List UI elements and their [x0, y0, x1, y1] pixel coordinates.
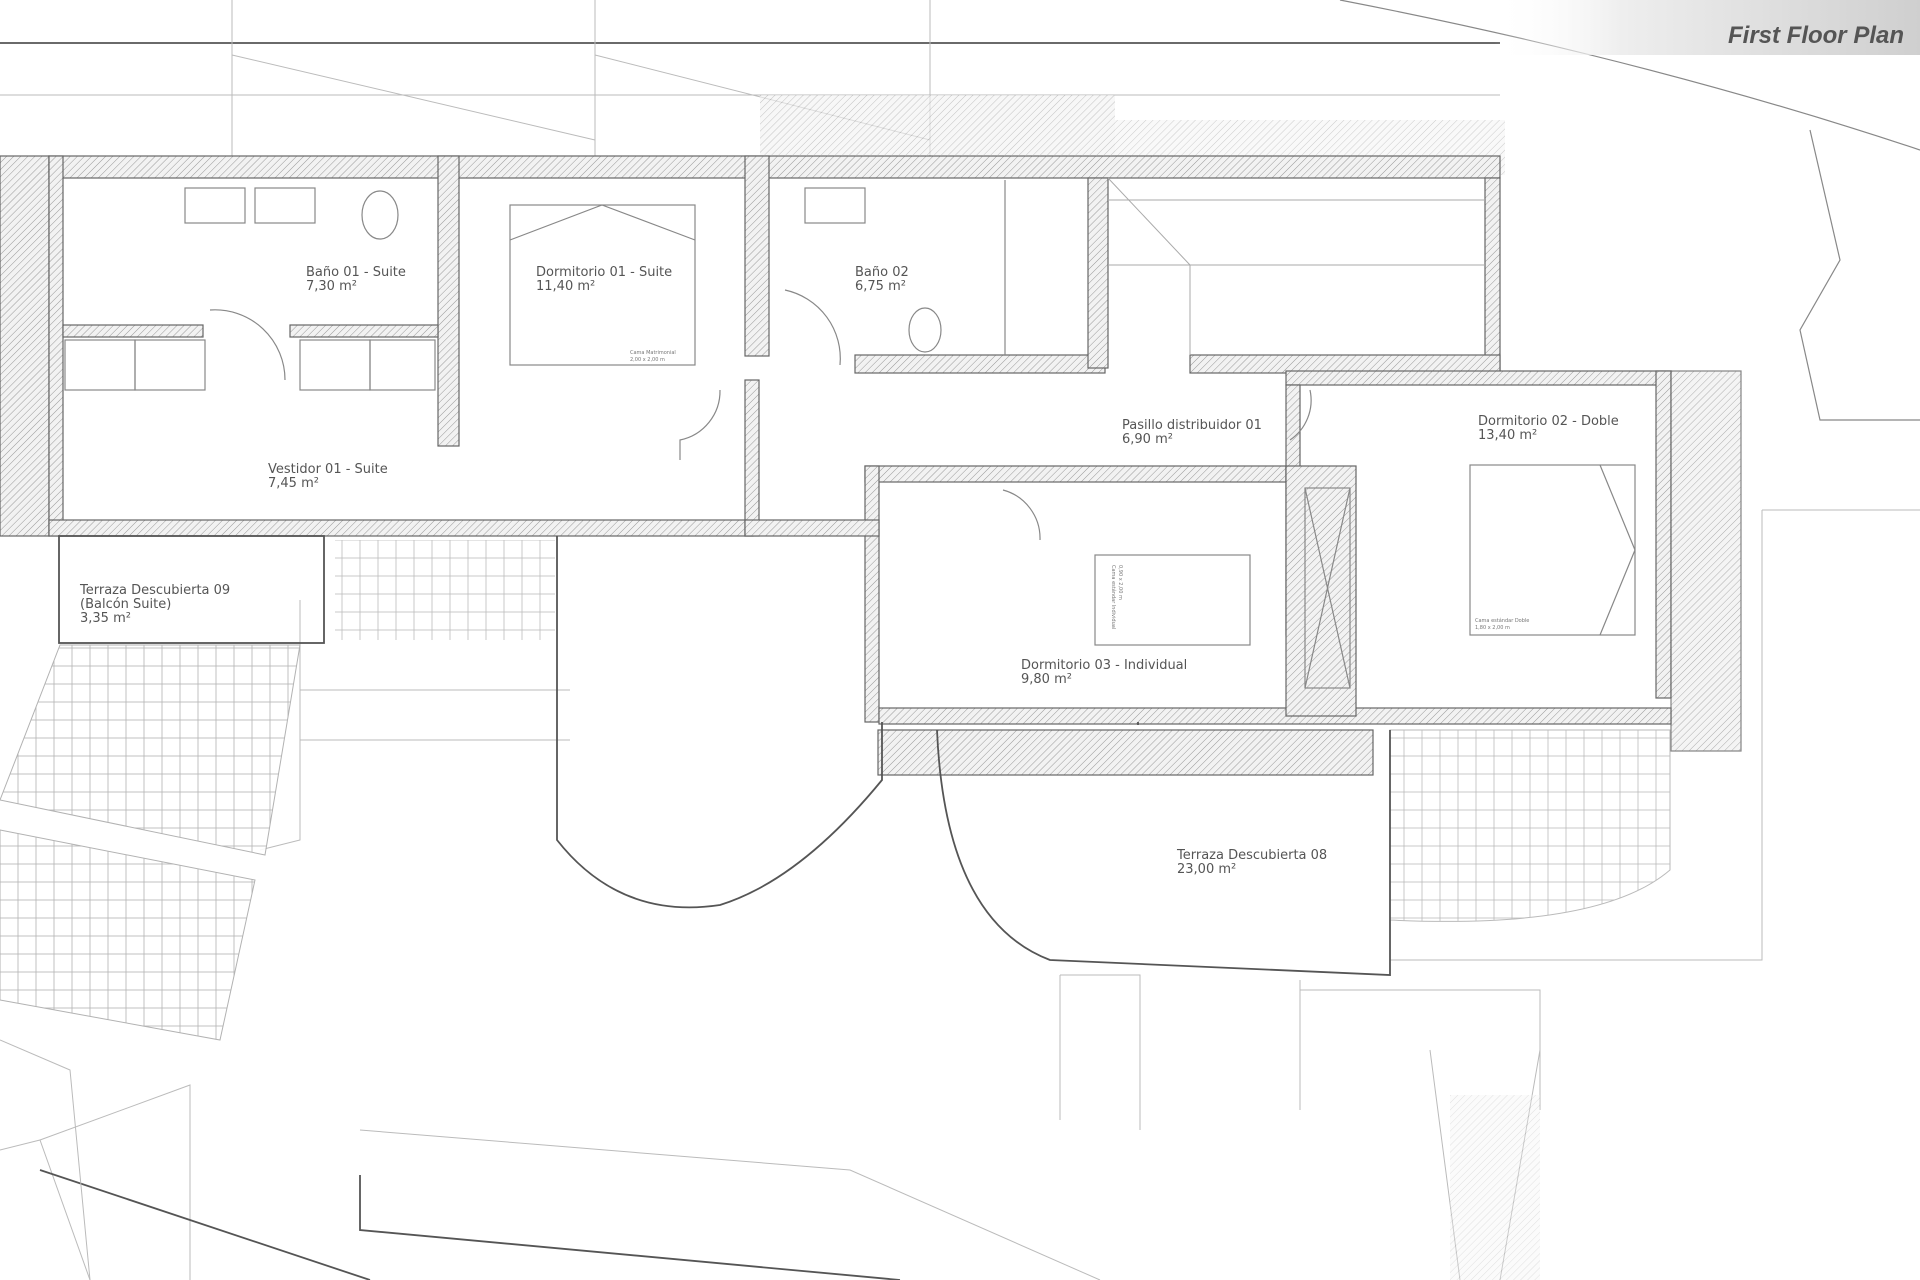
bed-labels: Cama Matrimonial 2,00 x 2,00 m Cama está… — [630, 350, 1529, 631]
room-area: 7,45 m² — [268, 476, 319, 491]
room-name: Terraza Descubierta 09 — [79, 583, 230, 598]
room-area: 23,00 m² — [1177, 862, 1236, 877]
plan-title: First Floor Plan — [1728, 22, 1904, 49]
room-name: Baño 01 - Suite — [306, 265, 406, 280]
room-name: Vestidor 01 - Suite — [268, 462, 388, 477]
room-area: 13,40 m² — [1478, 428, 1537, 443]
walls — [0, 155, 1742, 776]
bed-size: 2,00 x 2,00 m — [630, 357, 665, 363]
fixtures — [58, 177, 1636, 976]
bed-size: 1,80 x 2,00 m — [1475, 625, 1510, 631]
room-pasillo-distribuidor-01: Pasillo distribuidor 016,90 m² — [1122, 418, 1262, 447]
room-area: 6,75 m² — [855, 279, 906, 294]
bed-type: Cama estándar Doble — [1475, 617, 1529, 624]
room-name: Dormitorio 03 - Individual — [1021, 658, 1187, 673]
room-area: 7,30 m² — [306, 279, 357, 294]
room-area: 3,35 m² — [80, 611, 131, 626]
room-subtitle: (Balcón Suite) — [80, 597, 171, 612]
bed-size: 0,90 x 2,00 m — [1117, 565, 1123, 600]
room-area: 6,90 m² — [1122, 432, 1173, 447]
room-name: Dormitorio 02 - Doble — [1478, 414, 1619, 429]
bed-type: Cama Matrimonial — [630, 350, 676, 356]
room-name: Terraza Descubierta 08 — [1176, 848, 1327, 863]
room-area: 11,40 m² — [536, 279, 595, 294]
room-bano-02: Baño 026,75 m² — [855, 265, 909, 294]
title-banner: First Floor Plan — [1494, 0, 1920, 55]
room-name: Baño 02 — [855, 265, 909, 280]
room-name: Pasillo distribuidor 01 — [1122, 418, 1262, 433]
room-terraza-descubierta-09: Terraza Descubierta 09(Balcón Suite)3,35… — [79, 583, 230, 626]
room-name: Dormitorio 01 - Suite — [536, 265, 672, 280]
room-area: 9,80 m² — [1021, 672, 1072, 687]
bed-type: Cama estándar Individual — [1110, 565, 1117, 629]
bed-dormitorio-03 — [1094, 554, 1251, 646]
